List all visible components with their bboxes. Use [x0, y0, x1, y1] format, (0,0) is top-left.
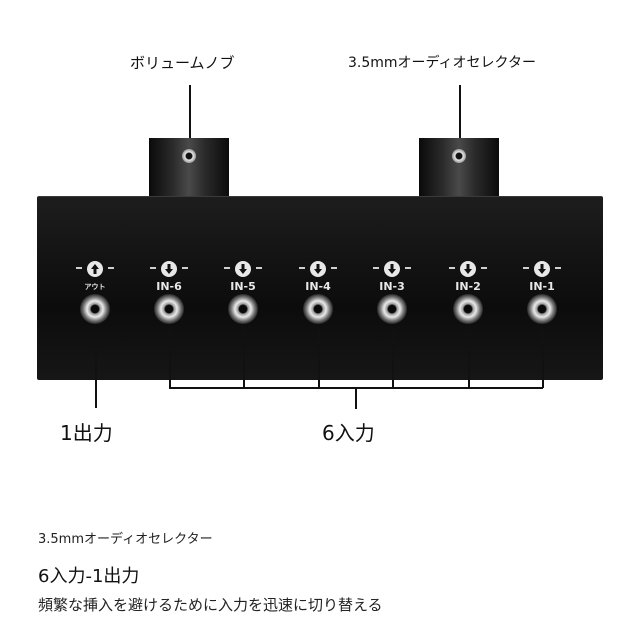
input-leader-line [542, 330, 544, 388]
port-label: IN-5 [230, 280, 256, 293]
input-leader-line [392, 330, 394, 388]
down-arrow-icon [534, 261, 550, 277]
caption-product: 3.5mmオーディオセレクター [38, 532, 213, 547]
selector-knob[interactable] [419, 138, 499, 200]
down-arrow-icon [310, 261, 326, 277]
dash-left [224, 267, 230, 269]
audio-jack[interactable] [453, 294, 483, 324]
dash-left [299, 267, 305, 269]
dash-left [449, 267, 455, 269]
dash-right [182, 267, 188, 269]
knob-indicator-dot [182, 149, 196, 163]
port-label: IN-4 [305, 280, 331, 293]
audio-jack[interactable] [377, 294, 407, 324]
volume-knob[interactable] [149, 138, 229, 200]
inputs-label: 6入力 [322, 421, 375, 445]
input-leader-line [243, 330, 245, 388]
dash-left [523, 267, 529, 269]
port-label: IN-1 [529, 280, 555, 293]
port-label: アウト [84, 283, 106, 291]
volume-knob-callout: ボリュームノブ [130, 54, 235, 72]
down-arrow-icon [235, 261, 251, 277]
dash-right [331, 267, 337, 269]
dash-left [373, 267, 379, 269]
port-label: IN-3 [379, 280, 405, 293]
audio-jack[interactable] [80, 294, 110, 324]
caption-headline: 6入力-1出力 [38, 566, 140, 587]
dash-left [150, 267, 156, 269]
port-label: IN-6 [156, 280, 182, 293]
volume-knob-leader-line [189, 85, 191, 153]
dash-right [555, 267, 561, 269]
caption-description: 頻繁な挿入を避けるために入力を迅速に切り替える [38, 596, 383, 614]
dash-right [405, 267, 411, 269]
dash-right [256, 267, 262, 269]
input-leader-line [169, 330, 171, 388]
dash-right [108, 267, 114, 269]
down-arrow-icon [384, 261, 400, 277]
audio-jack[interactable] [154, 294, 184, 324]
up-arrow-icon [87, 261, 103, 277]
dash-left [76, 267, 82, 269]
audio-jack[interactable] [303, 294, 333, 324]
audio-jack[interactable] [527, 294, 557, 324]
output-label: 1出力 [60, 421, 113, 445]
input-leader-line [468, 330, 470, 388]
selector-leader-line [459, 85, 461, 153]
device-body [37, 196, 603, 380]
down-arrow-icon [460, 261, 476, 277]
selector-callout: 3.5mmオーディオセレクター [348, 55, 536, 71]
input-bracket-stem [355, 387, 357, 409]
audio-jack[interactable] [228, 294, 258, 324]
dash-right [481, 267, 487, 269]
port-label: IN-2 [455, 280, 481, 293]
knob-indicator-dot [452, 149, 466, 163]
output-leader-line [95, 330, 97, 408]
down-arrow-icon [161, 261, 177, 277]
input-leader-line [318, 330, 320, 388]
